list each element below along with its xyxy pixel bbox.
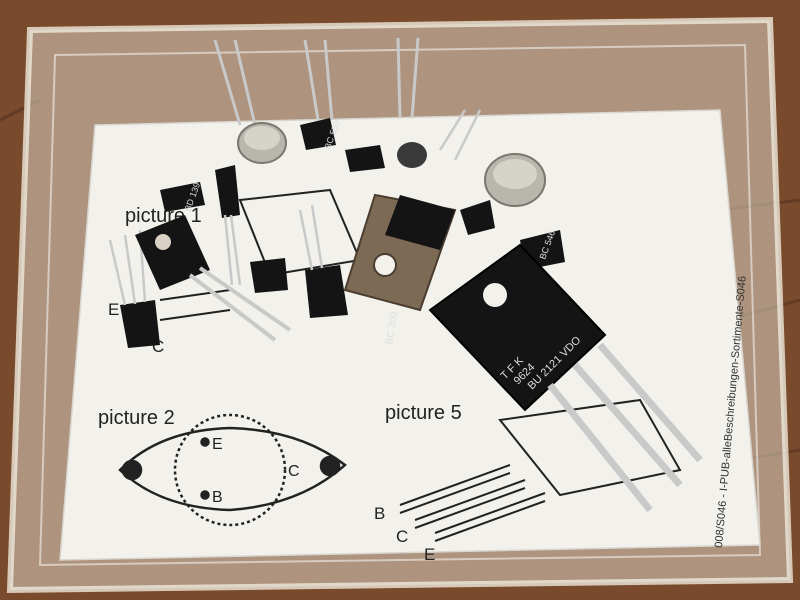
pin-label-to220-e: E [424,545,435,564]
to220-outline-icon [399,398,682,542]
transistor-can-icon [237,109,546,207]
label-picture-2: picture 2 [98,407,175,429]
pin-label-to3-b: B [212,489,223,506]
datasheet-paper [59,109,761,561]
pin-label-e: E [108,300,119,319]
transistor-to92-icon [108,118,565,348]
standing-leads [213,37,420,126]
label-picture-5: picture 5 [385,402,462,424]
pin-label-to220-b: B [374,504,385,523]
pin-label-to220-c: C [396,527,408,546]
transistor-to220-icon [343,193,457,312]
transistor-to247-icon [428,243,703,513]
pin-label-to3-e: E [212,436,223,453]
to3-outline-icon [118,413,347,527]
transistor-to126-icon [135,182,292,342]
pin-label-to3-c: C [288,463,300,480]
